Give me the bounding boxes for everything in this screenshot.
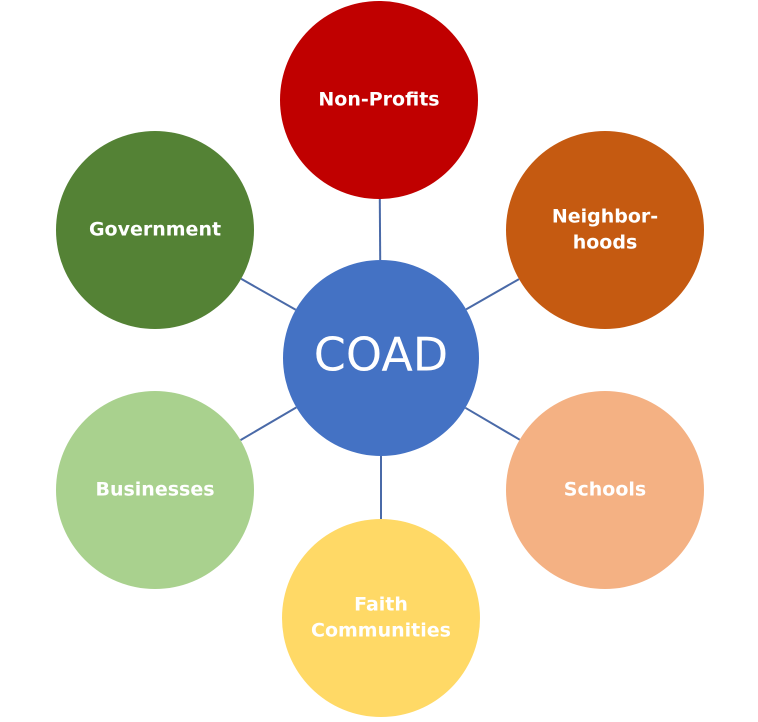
connector-government: [240, 277, 297, 311]
node-circle-non-profits: [280, 1, 478, 199]
node-label-faith-communities-line-2: Communities: [311, 620, 451, 642]
connector-businesses: [239, 406, 297, 441]
node-circle-businesses: [56, 391, 254, 589]
node-circle-schools: [506, 391, 704, 589]
node-circle-faith-communities: [282, 519, 480, 717]
node-label-government: Government: [89, 219, 221, 241]
node-label-neighborhoods-line-2: hoods: [573, 232, 638, 254]
node-label-faith-communities-line-1: Faith: [354, 594, 408, 616]
node-label-non-profits: Non-Profits: [318, 89, 439, 111]
hub-circle: [283, 260, 479, 456]
node-non-profits: Non-Profits: [280, 1, 478, 199]
hub-label: COAD: [314, 328, 448, 382]
node-label-neighborhoods-line-1: Neighbor-: [552, 206, 658, 228]
node-circle-government: [56, 131, 254, 329]
hub: COAD: [283, 260, 479, 456]
connector-schools: [464, 406, 521, 441]
node-businesses: Businesses: [56, 391, 254, 589]
connector-neighborhoods: [465, 278, 520, 311]
connectors: [239, 198, 521, 519]
node-label-businesses: Businesses: [95, 479, 214, 501]
node-schools: Schools: [506, 391, 704, 589]
nodes: Non-ProfitsNeighbor-hoodsSchoolsFaithCom…: [56, 1, 704, 717]
node-circle-neighborhoods: [506, 131, 704, 329]
node-label-schools: Schools: [564, 479, 646, 501]
node-neighborhoods: Neighbor-hoods: [506, 131, 704, 329]
node-government: Government: [56, 131, 254, 329]
